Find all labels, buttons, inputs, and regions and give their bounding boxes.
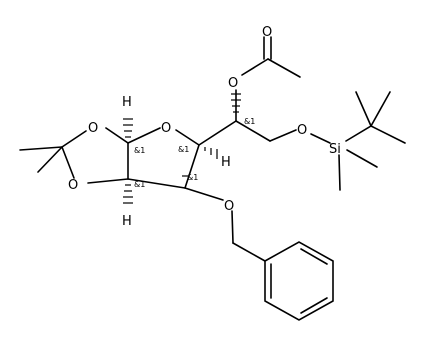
atom-si: Si bbox=[329, 142, 341, 157]
stereo-c2: &1 bbox=[134, 180, 145, 189]
bond-si-ctbu bbox=[345, 125, 372, 142]
atom-o-acetyl-ester: O bbox=[228, 76, 238, 91]
bond-cacetal-o2 bbox=[61, 146, 75, 179]
atom-h-c1: H bbox=[122, 95, 132, 110]
bond-c4-c5 bbox=[198, 120, 237, 146]
bond-o2-c2 bbox=[87, 178, 129, 184]
hash-c5-oac bbox=[231, 93, 241, 113]
bond-tbu-me1 bbox=[355, 91, 372, 127]
bond-cacetal-o1 bbox=[61, 130, 87, 148]
stereo-c4: &1 bbox=[178, 145, 189, 154]
bond-o1-c1 bbox=[105, 127, 129, 144]
bond-c5-c6 bbox=[235, 120, 271, 142]
stereo-bonds bbox=[123, 93, 241, 204]
phenyl-ring bbox=[264, 241, 334, 321]
bond-obn-ch2 bbox=[231, 210, 234, 244]
bond-c3-obn bbox=[184, 187, 224, 201]
atom-o-ring2: O bbox=[68, 178, 78, 193]
hash-c1-h bbox=[123, 118, 133, 138]
stereo-c1: &1 bbox=[134, 146, 145, 155]
atom-h-c4: H bbox=[221, 155, 231, 170]
bond-ofur-c4 bbox=[175, 129, 200, 146]
atom-o-silyl: O bbox=[297, 123, 307, 138]
stereo-c3: &1 bbox=[187, 173, 198, 182]
bonds bbox=[19, 36, 406, 321]
phenyl-double-2 bbox=[300, 297, 328, 314]
bond-c2-c3 bbox=[127, 178, 186, 189]
hash-c4-h bbox=[204, 147, 218, 159]
bond-si-me2 bbox=[346, 149, 378, 168]
atom-o-benzyl: O bbox=[224, 199, 234, 214]
bond-si-me1 bbox=[338, 154, 341, 191]
atom-h-c2: H bbox=[122, 214, 132, 229]
atom-o-ring1: O bbox=[88, 121, 98, 136]
bond-c1-ofur bbox=[127, 127, 161, 144]
bond-o-si bbox=[310, 133, 331, 144]
hash-c2-h bbox=[123, 184, 133, 204]
bond-ch2-ipso bbox=[232, 242, 266, 262]
bond-c6-osi bbox=[269, 129, 297, 142]
atom-labels: O O O O O O Si O H H H bbox=[68, 25, 341, 229]
bond-tbu-me2 bbox=[370, 91, 391, 127]
bond-c3-c4 bbox=[184, 144, 200, 189]
bond-oac-cco bbox=[241, 58, 269, 76]
atom-o-carbonyl: O bbox=[262, 25, 272, 40]
bond-tbu-me3 bbox=[370, 125, 406, 144]
atom-o-furanose: O bbox=[161, 121, 171, 136]
phenyl-double-1 bbox=[300, 248, 328, 265]
bond-methyl-a bbox=[19, 146, 63, 151]
stereo-descriptors: &1 &1 &1 &1 &1 bbox=[134, 117, 255, 189]
bond-co-me bbox=[267, 58, 301, 78]
bond-methyl-b bbox=[37, 146, 63, 173]
stereo-c5: &1 bbox=[244, 117, 255, 126]
